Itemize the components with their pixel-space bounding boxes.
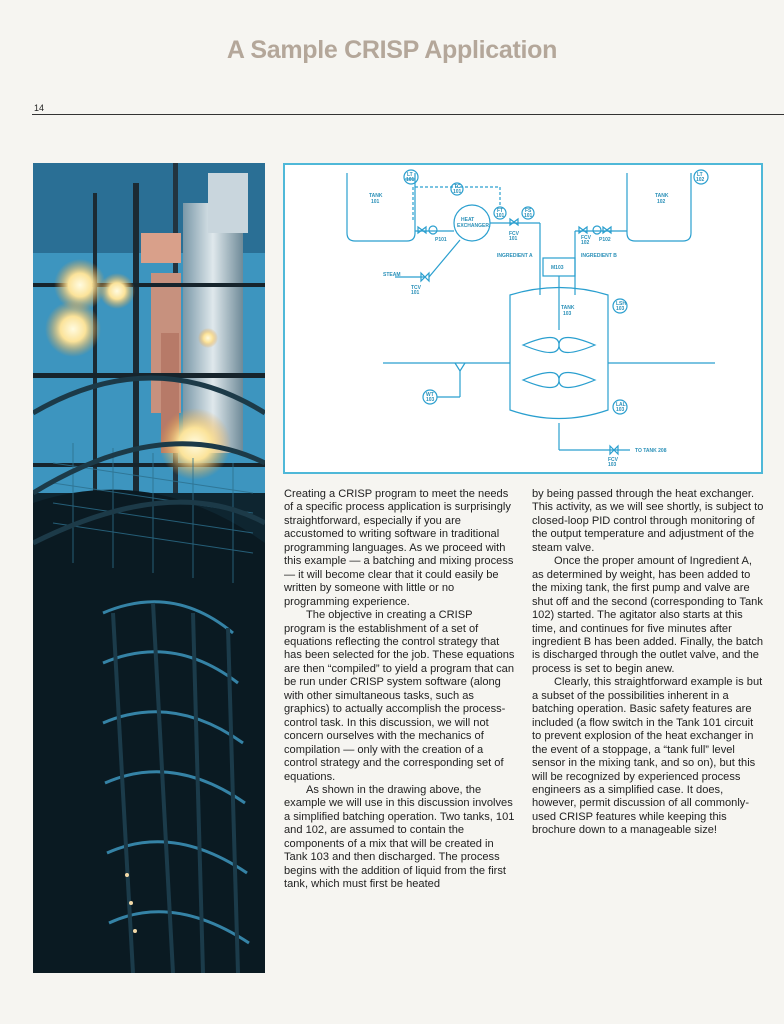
ingredient-a-label: INGREDIENT A — [497, 253, 533, 259]
page-number: 14 — [34, 103, 45, 113]
fcv103-label: FCV — [608, 457, 619, 463]
p102-label: P102 — [599, 237, 611, 243]
fcv102-label: FCV — [581, 235, 592, 241]
svg-text:102: 102 — [581, 240, 590, 246]
industrial-plant-photo — [33, 163, 265, 973]
tank-102-label: TANK — [655, 193, 669, 199]
paragraph: Once the proper amount of Ingredient A, … — [532, 555, 764, 675]
svg-text:103: 103 — [563, 311, 572, 317]
fs101-label: FS — [525, 208, 532, 214]
paragraph: The objective in creating a CRISP progra… — [284, 609, 515, 783]
to-tank-label: TO TANK 208 — [635, 448, 667, 454]
paragraph: As shown in the drawing above, the examp… — [284, 783, 515, 891]
tank-101-label: TANK — [369, 193, 383, 199]
tank-103-label: TANK — [561, 305, 575, 311]
tank-102 — [626, 173, 692, 242]
svg-text:101: 101 — [453, 189, 462, 195]
tank-101 — [346, 173, 416, 242]
lt101-label: LT — [407, 172, 413, 178]
svg-text:101: 101 — [524, 213, 533, 219]
svg-text:103: 103 — [616, 407, 625, 413]
fcv101-label: FCV — [509, 231, 520, 237]
heat-exchanger-label: HEAT — [461, 217, 474, 223]
svg-text:103: 103 — [616, 306, 625, 312]
tcv101-label: TCV — [411, 285, 422, 291]
m103-label: M103 — [551, 265, 564, 271]
ingredient-b-label: INGREDIENT B — [581, 253, 617, 259]
p101-label: P101 — [435, 237, 447, 243]
paragraph: by being passed through the heat exchang… — [532, 488, 764, 554]
article-column-left: Creating a CRISP program to meet the nee… — [284, 488, 516, 892]
svg-text:102: 102 — [696, 177, 705, 183]
article-column-right: by being passed through the heat exchang… — [532, 488, 764, 838]
process-diagram: TANK 101 TANK 102 TANK 103 HEAT EXCHANGE… — [283, 163, 763, 474]
page-title: A Sample CRISP Application — [226, 36, 558, 64]
lal103-label: LAL — [616, 402, 626, 408]
header-rule — [32, 114, 784, 115]
svg-text:EXCHANGER: EXCHANGER — [457, 223, 489, 229]
svg-text:101: 101 — [371, 199, 380, 205]
tc101-label: TC — [454, 184, 461, 190]
svg-text:103: 103 — [426, 397, 435, 403]
steam-label: STEAM — [383, 272, 401, 278]
lsh103-label: LSH — [616, 301, 626, 307]
svg-text:101: 101 — [509, 236, 518, 242]
svg-text:101: 101 — [411, 290, 420, 296]
svg-text:101: 101 — [496, 213, 505, 219]
paragraph: Clearly, this straightforward example is… — [532, 676, 763, 837]
ft101-label: FT — [497, 208, 503, 214]
lt102-label: LT — [697, 172, 703, 178]
svg-text:103: 103 — [608, 462, 617, 468]
svg-text:101: 101 — [406, 177, 415, 183]
tank-103 — [509, 286, 609, 420]
wt103-label: WT — [426, 392, 434, 398]
paragraph: Creating a CRISP program to meet the nee… — [284, 488, 514, 608]
svg-text:102: 102 — [657, 199, 666, 205]
